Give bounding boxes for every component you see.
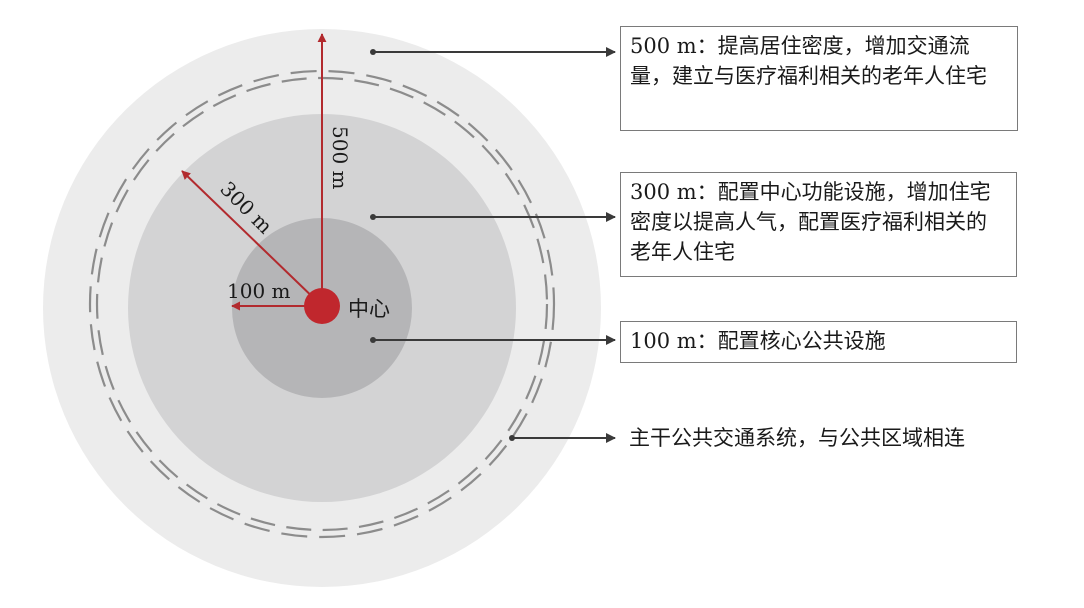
leader-lines (370, 47, 616, 443)
annotation-transit: 主干公共交通系统，与公共区域相连 (629, 426, 965, 450)
radius-label-500m: 500 m (328, 126, 352, 190)
annotation-100m: 100 m：配置核心公共设施 (620, 321, 1017, 363)
annotation-300m: 300 m：配置中心功能设施，增加住宅密度以提高人气，配置医疗福利相关的老年人住… (620, 172, 1017, 277)
radius-arrow-300m (181, 170, 323, 307)
center-point (304, 288, 340, 324)
annotation-500m: 500 m：提高居住密度，增加交通流量，建立与医疗福利相关的老年人住宅 (620, 26, 1018, 131)
center-label: 中心 (348, 297, 390, 321)
radius-label-100m: 100 m (227, 279, 291, 303)
